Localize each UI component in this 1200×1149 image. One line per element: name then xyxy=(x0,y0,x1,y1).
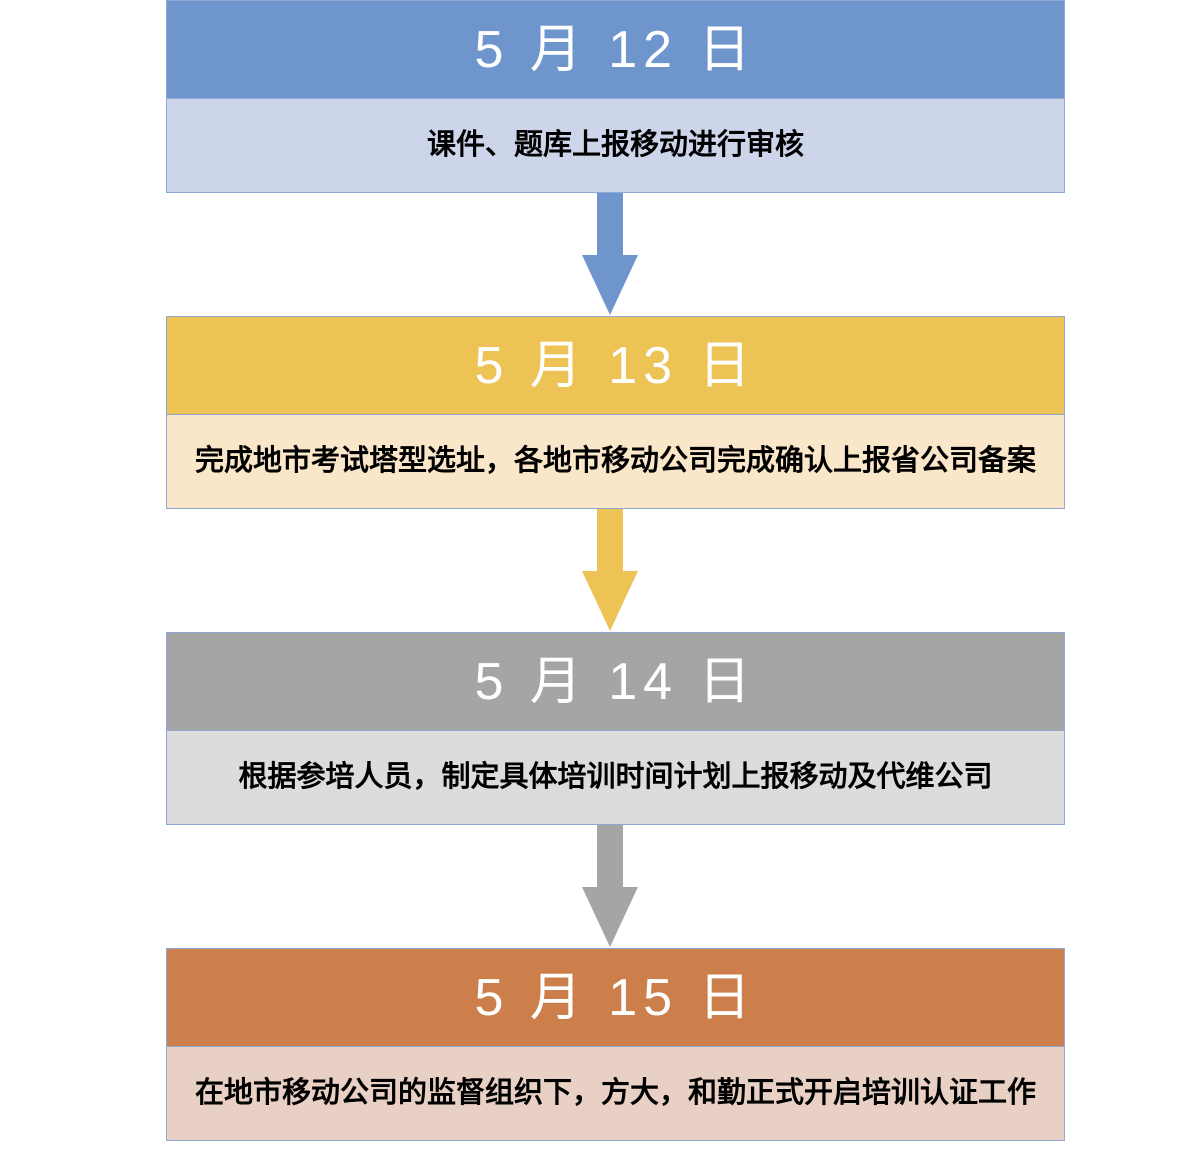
stage-date-header: 5 月 14 日 xyxy=(166,632,1065,730)
stage-date-header: 5 月 12 日 xyxy=(166,0,1065,98)
flow-stage[interactable]: 5 月 12 日课件、题库上报移动进行审核 xyxy=(166,0,1065,193)
stage-description: 完成地市考试塔型选址，各地市移动公司完成确认上报省公司备案 xyxy=(166,414,1065,509)
flow-stage[interactable]: 5 月 14 日根据参培人员，制定具体培训时间计划上报移动及代维公司 xyxy=(166,632,1065,825)
stage-description: 课件、题库上报移动进行审核 xyxy=(166,98,1065,193)
flow-arrow xyxy=(0,193,1200,315)
flow-arrow xyxy=(0,825,1200,947)
stage-date-header: 5 月 13 日 xyxy=(166,316,1065,414)
stage-description: 根据参培人员，制定具体培训时间计划上报移动及代维公司 xyxy=(166,730,1065,825)
stage-description: 在地市移动公司的监督组织下，方大，和勤正式开启培训认证工作 xyxy=(166,1046,1065,1141)
flow-stage[interactable]: 5 月 15 日在地市移动公司的监督组织下，方大，和勤正式开启培训认证工作 xyxy=(166,948,1065,1141)
flow-stage[interactable]: 5 月 13 日完成地市考试塔型选址，各地市移动公司完成确认上报省公司备案 xyxy=(166,316,1065,509)
stage-date-header: 5 月 15 日 xyxy=(166,948,1065,1046)
flow-arrow xyxy=(0,509,1200,631)
